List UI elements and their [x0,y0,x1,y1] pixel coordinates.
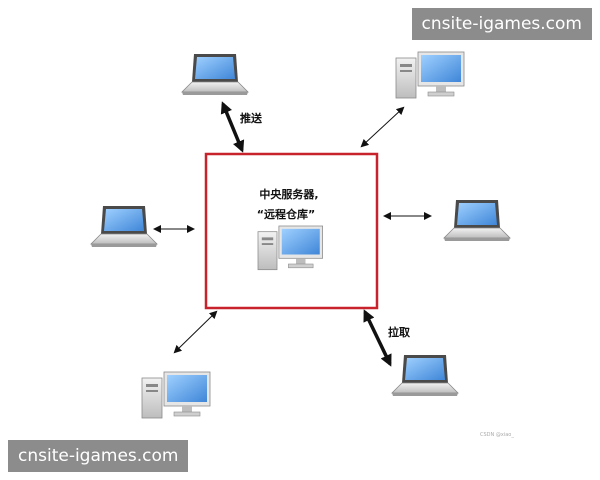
push-arrow [220,101,245,153]
watermark-bottom: cnsite-igames.com [8,440,189,472]
pull-label: 拉取 [388,325,410,339]
watermark-top: cnsite-igames.com [411,8,592,40]
laptop-icon-right [443,199,511,242]
link-top-right [360,106,405,148]
server-title-line1: 中央服务器, [259,187,318,201]
laptop-icon-left [90,205,158,248]
link-bottom-left [173,310,218,354]
server-title-line2: “远程仓库” [257,207,315,221]
laptop-icon-bottom-right [391,354,459,397]
laptop-icon-top-left [181,53,249,96]
push-label: 推送 [240,111,263,125]
pull-arrow [363,309,392,367]
desktop-computer-icon-bottom-left [141,371,211,419]
source-tag: CSDN @xiao_ [480,432,514,438]
desktop-computer-icon-top-right [395,51,465,99]
